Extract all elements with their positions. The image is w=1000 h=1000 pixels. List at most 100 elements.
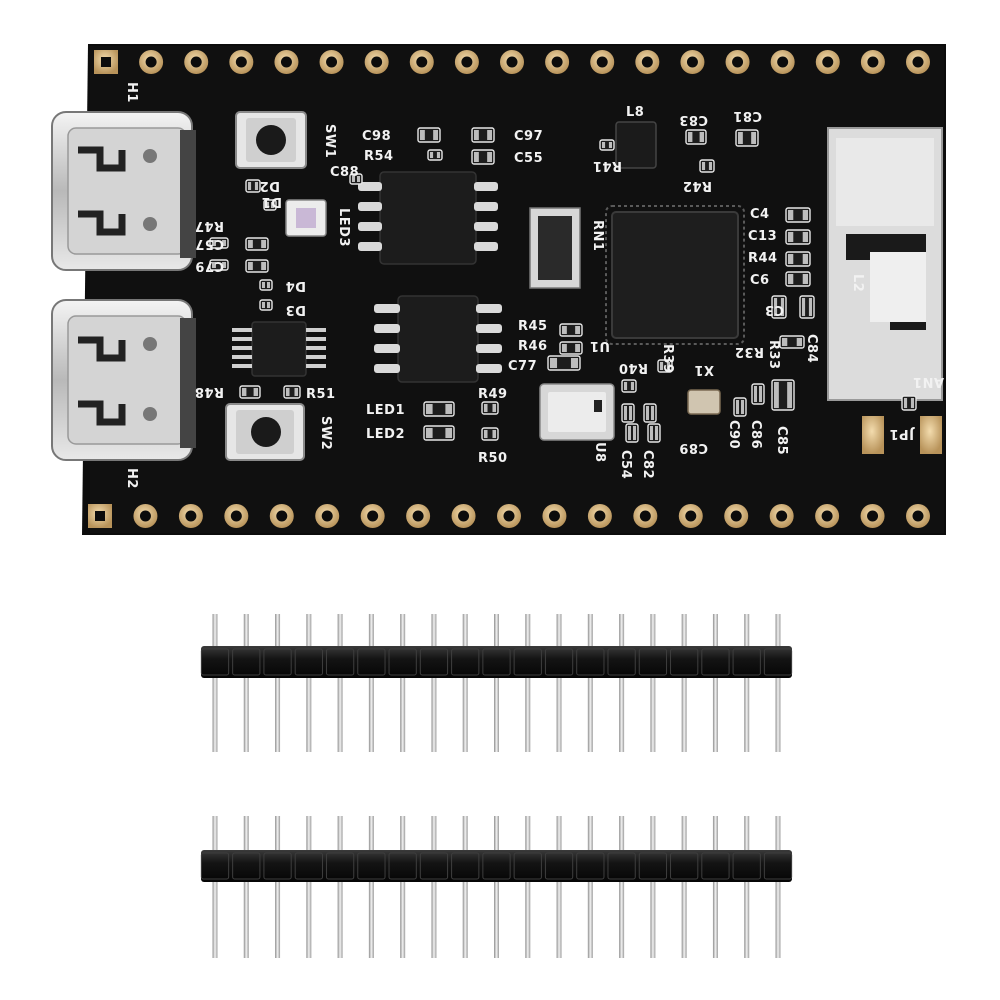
smd-component: [647, 423, 661, 443]
header-pin: [744, 816, 750, 958]
label-r33: R33: [766, 340, 781, 370]
header-pin: [462, 816, 468, 958]
button-sw1: [235, 111, 307, 169]
header-pin: [212, 614, 218, 752]
usb-c-connector-bottom: [51, 299, 196, 461]
label-c89: C89: [679, 440, 708, 455]
header-pin: [619, 614, 625, 752]
label-c13: C13: [748, 229, 777, 244]
label-r45: R45: [518, 319, 548, 334]
smd-component: [259, 299, 273, 311]
header-pin: [368, 816, 374, 958]
silkscreen: H1 H2 SW1 SW2 C98 R54 C88 C97 C55 L8 R41…: [124, 82, 944, 489]
label-l2: L2: [850, 274, 865, 292]
smd-component: [259, 279, 273, 291]
label-r49: R49: [478, 387, 508, 402]
header-pin: [681, 816, 687, 958]
label-c98: C98: [362, 129, 391, 144]
header-pin: [650, 816, 656, 958]
label-c82: C82: [640, 450, 655, 479]
label-c97: C97: [514, 129, 543, 144]
label-r46: R46: [518, 339, 548, 354]
header-pin: [494, 614, 499, 752]
smd-passive-components: [209, 127, 917, 443]
header-pin: [681, 614, 687, 752]
label-r47: R47: [194, 218, 224, 233]
label-x1: X1: [694, 362, 714, 377]
header-pin: [243, 614, 249, 752]
bottom-pin-pads: [88, 504, 930, 528]
header-pin: [525, 816, 531, 958]
label-c88: C88: [330, 165, 359, 180]
header-pin: [275, 816, 281, 958]
smd-component: [625, 423, 639, 443]
label-u1: U1: [589, 338, 610, 353]
header-pin: [306, 614, 312, 752]
header-pin: [775, 614, 781, 752]
label-c83: C83: [679, 112, 708, 127]
pin-header-strip-2: [200, 816, 793, 958]
header-pin: [556, 614, 562, 752]
header-pin: [587, 816, 593, 958]
header-pin: [775, 816, 781, 958]
label-c84: C84: [804, 334, 819, 363]
header-pin: [462, 614, 468, 752]
label-sw1: SW1: [322, 124, 337, 158]
resistor-network-rn1: [529, 207, 581, 289]
header-pin: [368, 614, 374, 752]
label-r41: R41: [592, 158, 622, 173]
label-r42: R42: [682, 178, 712, 193]
header-pin: [431, 816, 437, 958]
label-c86: C86: [748, 420, 763, 449]
label-c57: C57: [195, 236, 224, 251]
label-r40: R40: [618, 360, 648, 375]
header-pin: [275, 614, 281, 752]
header-pin: [243, 816, 249, 958]
label-r48: R48: [194, 384, 224, 399]
label-r44: R44: [748, 251, 778, 266]
pin-header-strip-1: [200, 614, 793, 752]
antenna-module: [827, 127, 943, 401]
ic-soic-lower: [374, 295, 502, 383]
pcb-board: H1 H2 SW1 SW2 C98 R54 C88 C97 C55 L8 R41…: [51, 44, 946, 535]
header-pin: [306, 816, 312, 958]
header-pin: [337, 614, 343, 752]
label-jp1: JP1: [889, 426, 915, 441]
label-h2: H2: [124, 468, 139, 489]
label-rn1: RN1: [590, 220, 605, 251]
label-d3: D3: [285, 302, 306, 317]
label-an1: AN1: [913, 374, 945, 389]
label-c79: C79: [195, 258, 224, 273]
label-h1: H1: [124, 82, 139, 103]
header-pin: [619, 816, 625, 958]
label-led3: LED3: [336, 208, 351, 247]
header-pin: [744, 614, 750, 752]
label-c4: C4: [750, 207, 770, 222]
sensor-u8: [539, 383, 615, 441]
label-c85: C85: [774, 426, 789, 455]
label-r50: R50: [478, 451, 508, 466]
label-led2: LED2: [366, 427, 405, 442]
smd-component: [643, 403, 657, 423]
smd-component: [621, 403, 635, 423]
inductor-l8: [615, 121, 657, 169]
header-pin: [712, 816, 718, 958]
label-sw2: SW2: [318, 416, 333, 450]
label-c55: C55: [514, 151, 543, 166]
header-plastic-body: [201, 646, 792, 678]
header-pin: [337, 816, 343, 958]
label-c90: C90: [726, 420, 741, 449]
label-r32: R32: [734, 344, 764, 359]
label-c3: C3: [764, 302, 784, 317]
label-r51: R51: [306, 387, 336, 402]
header-pin: [400, 614, 406, 752]
label-c81: C81: [733, 108, 762, 123]
header-pin: [525, 614, 531, 752]
header-pin: [494, 816, 499, 958]
label-d2: D2: [259, 178, 280, 193]
ic-msop-left: [232, 321, 326, 377]
smd-component: [733, 397, 747, 417]
button-sw2: [225, 403, 305, 461]
label-l8: L8: [626, 105, 644, 120]
